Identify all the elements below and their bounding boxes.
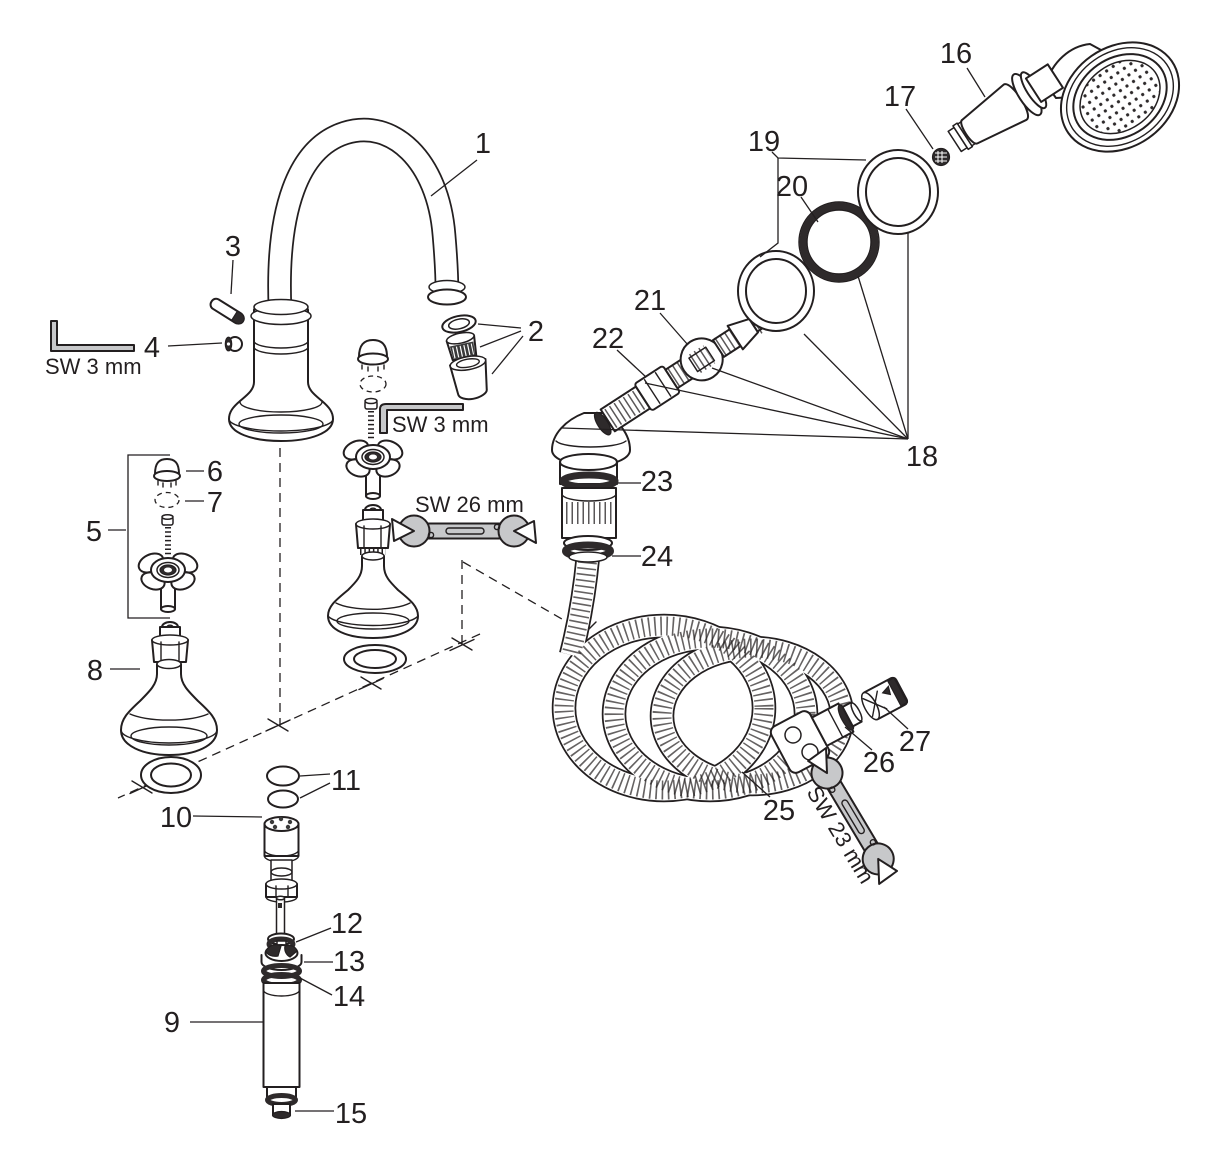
callout-4: 4 <box>144 332 160 364</box>
callout-6: 6 <box>207 456 223 488</box>
callout-9: 9 <box>164 1007 180 1039</box>
assembly-center-handle <box>327 339 464 674</box>
assembly-diverter-cartridge <box>260 765 303 1120</box>
callout-16: 16 <box>940 38 972 70</box>
part-hand-shower-16 <box>947 41 1181 153</box>
cross-handle-center <box>342 439 404 500</box>
tool-label-sw26: SW 26 mm <box>415 492 524 517</box>
callout-13: 13 <box>333 946 365 978</box>
callout-25: 25 <box>763 795 795 827</box>
callout-18: 18 <box>906 441 938 473</box>
part-pin <box>209 297 245 325</box>
part-cartridge-head-13 <box>260 940 303 971</box>
callout-26: 26 <box>863 747 895 779</box>
seal-rings <box>737 149 939 332</box>
part-check-valve-27 <box>860 676 909 721</box>
callout-27: 27 <box>899 726 931 758</box>
part-cartridge-body-9 <box>262 982 301 1120</box>
callouts: 1 2 3 4 5 6 7 8 9 10 11 12 13 14 15 16 1… <box>86 38 972 1130</box>
callout-5: 5 <box>86 516 102 548</box>
callout-11: 11 <box>331 765 361 797</box>
allen-key-sw3-center <box>379 403 464 434</box>
callout-1: 1 <box>475 128 491 160</box>
callout-14: 14 <box>333 981 365 1013</box>
wrench-sw26 <box>391 514 537 548</box>
callout-12: 12 <box>331 908 363 940</box>
part-aerator <box>441 314 488 401</box>
valve-stub-center <box>355 504 391 555</box>
part-spout <box>228 117 467 442</box>
callout-24: 24 <box>641 541 673 573</box>
callout-8: 8 <box>87 655 103 687</box>
assembly-left-handle <box>120 454 218 794</box>
callout-3: 3 <box>225 231 241 263</box>
leader-fan-18 <box>561 233 909 440</box>
valve-escutcheon-8 <box>120 621 218 756</box>
callout-2: 2 <box>528 316 544 348</box>
part-diverter-10 <box>263 816 300 903</box>
callout-21: 21 <box>634 285 666 317</box>
tool-label-sw3-left: SW 3 mm <box>45 354 142 379</box>
bracket-19 <box>759 151 867 258</box>
callout-20: 20 <box>776 171 808 203</box>
allen-key-sw3-left <box>50 320 135 352</box>
callout-19: 19 <box>748 126 780 158</box>
callout-17: 17 <box>884 81 916 113</box>
leader-lines <box>108 67 986 1112</box>
callout-7: 7 <box>207 487 223 519</box>
part-grub-screw <box>224 336 243 352</box>
part-filter-17 <box>931 147 951 167</box>
callout-23: 23 <box>641 466 673 498</box>
callout-10: 10 <box>160 802 192 834</box>
escutcheon-center <box>327 551 419 639</box>
callout-15: 15 <box>335 1098 367 1130</box>
cross-handle-left <box>137 552 199 613</box>
tool-label-sw3-center: SW 3 mm <box>392 412 489 437</box>
callout-22: 22 <box>592 323 624 355</box>
